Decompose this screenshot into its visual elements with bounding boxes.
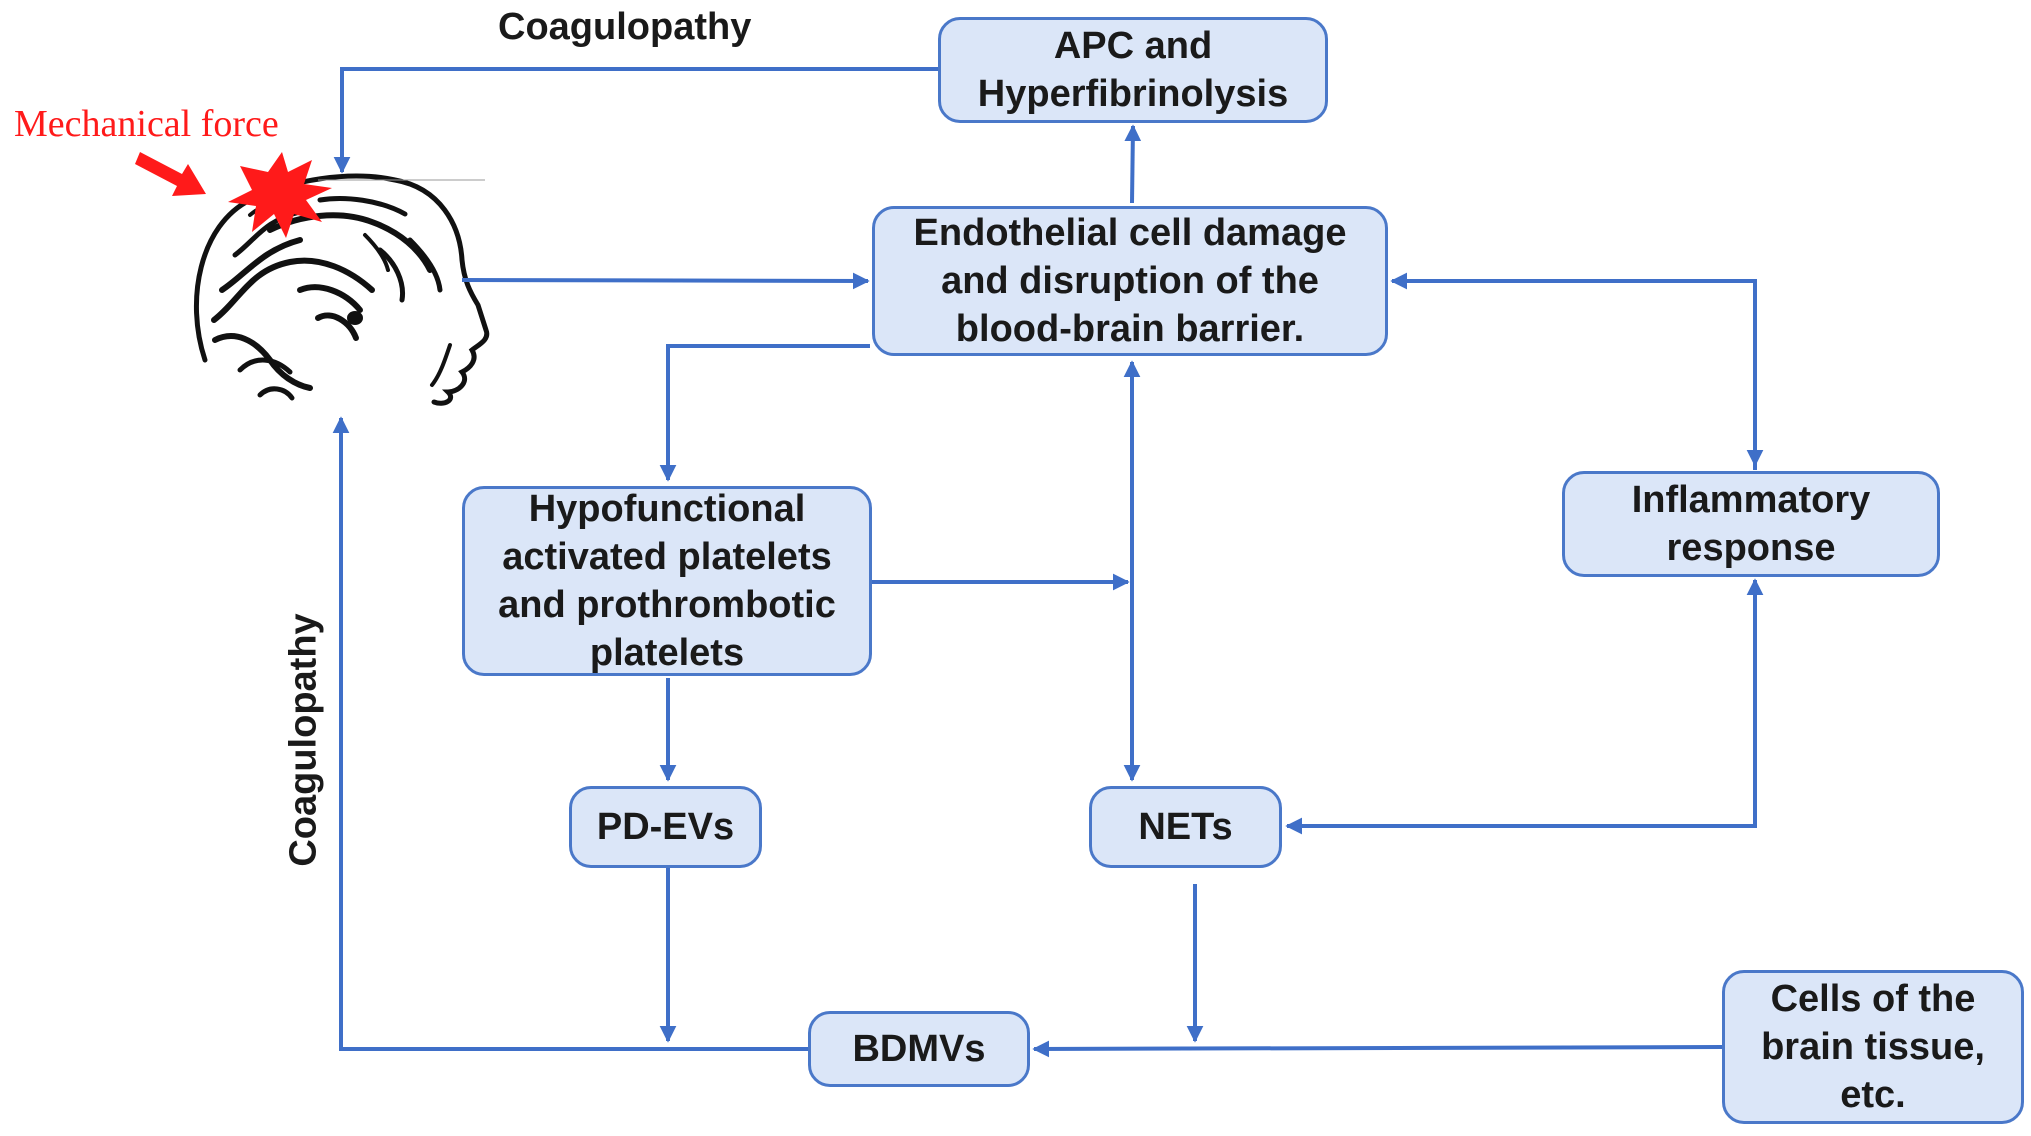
node-cells-line-1: Cells of the xyxy=(1770,978,1976,1020)
node-endothelial-line-1: Endothelial cell damage xyxy=(913,212,1347,254)
node-endothelial-line-3: blood-brain barrier. xyxy=(955,308,1305,350)
node-nets: NETs xyxy=(1089,786,1282,868)
node-inflammatory-line-1: Inflammatory xyxy=(1631,479,1871,521)
coagulopathy-top-label: Coagulopathy xyxy=(498,6,752,48)
node-apc-hyperfibrinolysis: APC and Hyperfibrinolysis xyxy=(938,17,1328,123)
arrow-cells-to-bdmvs xyxy=(1032,1040,1723,1058)
node-hypofunctional-line-4: platelets xyxy=(589,632,745,674)
impact-burst-icon xyxy=(228,152,332,238)
node-hypofunctional-platelets: Hypofunctional activated platelets and p… xyxy=(462,486,872,676)
arrow-inflammatory-to-nets xyxy=(1285,580,1757,835)
node-apc-line-2: Hyperfibrinolysis xyxy=(977,73,1289,115)
arrow-head-to-endothelial xyxy=(461,272,870,290)
arrow-apc-to-head xyxy=(333,67,938,174)
node-apc-line-1: APC and xyxy=(1053,25,1213,67)
node-inflammatory-response: Inflammatory response xyxy=(1562,471,1940,577)
arrow-endothelial-to-hypofunctional xyxy=(659,344,870,482)
brain-head-icon xyxy=(193,173,490,406)
force-arrow-icon xyxy=(135,152,206,196)
mechanical-force-label: Mechanical force xyxy=(14,103,279,145)
node-hypofunctional-line-3: and prothrombotic xyxy=(498,584,836,626)
node-brain-tissue-cells: Cells of the brain tissue, etc. xyxy=(1722,970,2024,1124)
node-inflammatory-line-2: response xyxy=(1666,527,1836,569)
connectors xyxy=(332,67,1764,1058)
node-cells-line-3: etc. xyxy=(1840,1074,1906,1116)
node-endothelial-line-2: and disruption of the xyxy=(941,260,1319,302)
arrow-inflammatory-to-endothelial xyxy=(1390,272,1757,470)
node-endothelial-damage: Endothelial cell damage and disruption o… xyxy=(872,206,1388,356)
coagulopathy-left-label: Coagulopathy xyxy=(282,613,325,867)
node-cells-line-2: brain tissue, xyxy=(1761,1026,1985,1068)
arrow-endothelial-to-apc xyxy=(1124,124,1142,204)
node-bdmvs: BDMVs xyxy=(808,1011,1030,1087)
node-pd-evs: PD-EVs xyxy=(569,786,762,868)
node-hypofunctional-line-2: activated platelets xyxy=(502,536,832,578)
node-hypofunctional-line-1: Hypofunctional xyxy=(528,488,806,530)
arrow-bdmvs-to-head xyxy=(332,416,808,1051)
